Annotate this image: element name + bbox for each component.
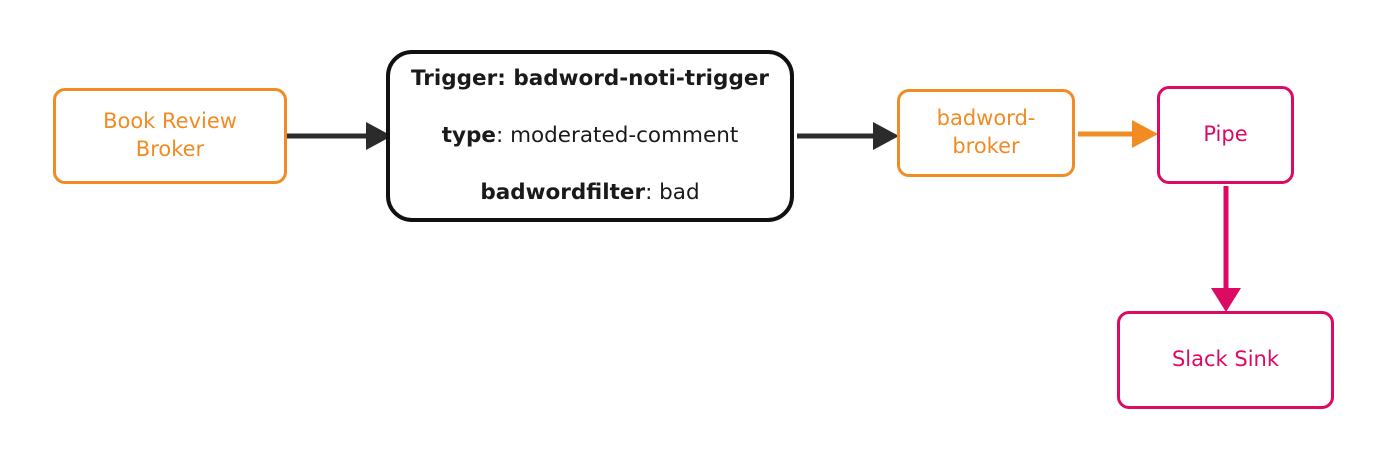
trigger-line-3: badwordfilter: bad xyxy=(390,179,790,207)
node-slack-sink[interactable]: Slack Sink xyxy=(1117,311,1334,409)
trigger-line-1-value: badword-noti-trigger xyxy=(513,66,770,92)
node-book-review-broker-label: Book Review Broker xyxy=(103,109,237,161)
trigger-line-1: Trigger: badword-noti-trigger xyxy=(390,65,790,93)
trigger-line-2-sep: : xyxy=(495,122,511,148)
node-badword-broker[interactable]: badword- broker xyxy=(897,89,1075,177)
trigger-line-2-value: moderated-comment xyxy=(510,122,739,148)
edge-pipe-to-slack-sink xyxy=(1211,186,1241,312)
trigger-line-3-value: bad xyxy=(659,179,700,205)
node-slack-sink-label: Slack Sink xyxy=(1171,347,1280,372)
trigger-line-3-sep: : xyxy=(645,179,660,205)
node-book-review-broker[interactable]: Book Review Broker xyxy=(53,88,287,184)
edge-badword-broker-to-pipe xyxy=(1078,120,1158,148)
node-trigger-label: Trigger: badword-noti-trigger type: mode… xyxy=(390,37,790,236)
edge-trigger-to-badword-broker xyxy=(797,122,899,150)
node-trigger[interactable]: Trigger: badword-noti-trigger type: mode… xyxy=(386,50,794,222)
edge-book-review-broker-to-trigger xyxy=(287,122,392,150)
node-pipe-label: Pipe xyxy=(1203,122,1248,147)
node-pipe[interactable]: Pipe xyxy=(1157,86,1294,184)
trigger-line-2-key: type xyxy=(441,122,496,148)
trigger-line-2: type: moderated-comment xyxy=(390,122,790,150)
trigger-line-1-key: Trigger: xyxy=(410,66,506,92)
trigger-line-3-key: badwordfilter xyxy=(480,179,646,205)
node-badword-broker-label: badword- broker xyxy=(936,106,1036,158)
